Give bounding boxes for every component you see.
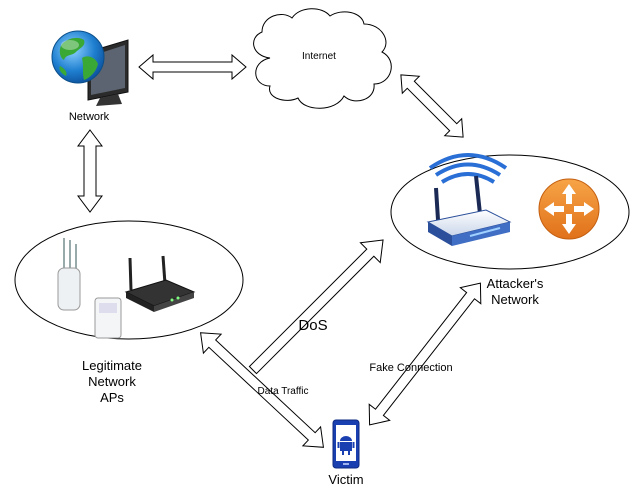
legit-label-line2: Network xyxy=(88,374,136,389)
android-phone-icon xyxy=(332,419,360,469)
attacker-label-line1: Attacker's xyxy=(487,276,544,291)
victim-label: Victim xyxy=(328,472,363,487)
network-node: Network xyxy=(51,30,129,123)
victim-node: Victim xyxy=(328,419,364,487)
internet-node: Internet xyxy=(253,8,392,109)
internet-label: Internet xyxy=(302,51,336,62)
attacker-label-line2: Network xyxy=(491,292,539,307)
dos-label: DoS xyxy=(298,317,327,334)
wireless-router-icon xyxy=(426,153,512,246)
arrow-dos xyxy=(248,239,384,375)
arrow-network-internet xyxy=(138,53,247,81)
cloud-icon xyxy=(253,8,392,109)
fake-connection-label: Fake Connection xyxy=(369,362,452,374)
legitimate-aps-ellipse xyxy=(14,220,244,340)
globe-monitor-icon xyxy=(51,30,129,106)
arrow-data-traffic xyxy=(199,332,325,448)
access-point-icon xyxy=(57,238,196,339)
router-icon xyxy=(538,178,600,240)
network-label: Network xyxy=(69,111,110,123)
legitimate-aps-node: Legitimate Network APs xyxy=(14,220,244,405)
data-traffic-label: Data Traffic xyxy=(258,386,309,397)
legit-label-line1: Legitimate xyxy=(82,358,142,373)
legit-label-line3: APs xyxy=(100,390,124,405)
arrow-internet-attacker xyxy=(400,74,464,138)
arrow-fake-connection xyxy=(368,282,482,426)
arrow-network-legit xyxy=(77,129,103,213)
attacker-network-node: Attacker's Network xyxy=(390,153,630,307)
